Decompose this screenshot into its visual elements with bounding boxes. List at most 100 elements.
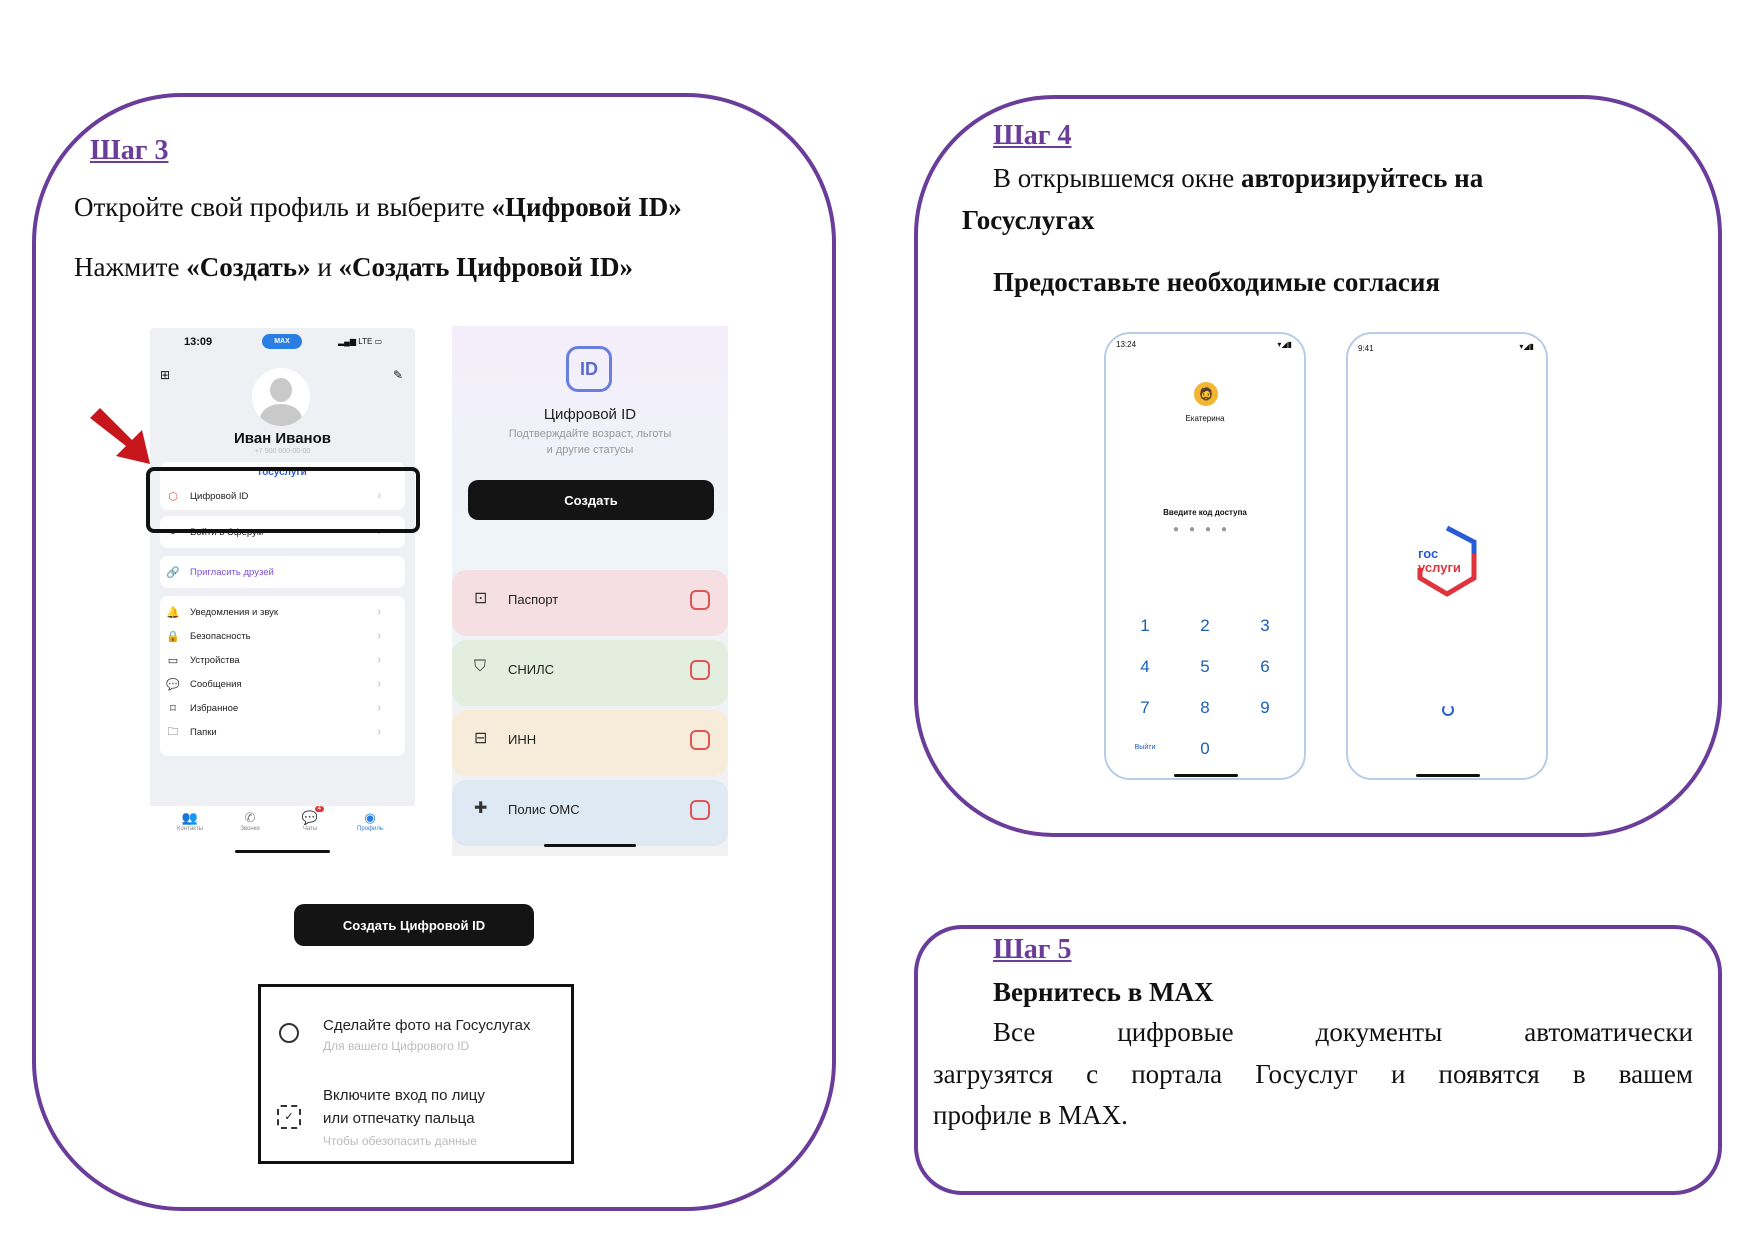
step5-para-line3: профиле в MAX. [933,1100,1128,1130]
step5-word: в [1572,1059,1586,1089]
highlight-digital-id [146,467,420,533]
step5-word: Госуслуг [1255,1059,1358,1089]
devices-icon: ▭ [167,654,179,667]
menu-item-devices[interactable]: ▭Устройства› [166,650,391,670]
tab-calls[interactable]: ✆Звонки [230,810,270,832]
settings-label-3: Сообщения [190,678,242,690]
id-screen-title: Цифровой ID [543,406,637,423]
passport-icon: ⊡ [474,590,488,607]
status-icons: ▾◢▮ [1277,340,1292,349]
invite-card: 🔗Пригласить друзей [160,556,405,588]
pin-prompt: Введите код доступа [1163,508,1247,517]
signal-indicator: ▂▄▆ LTE ▭ [338,337,383,346]
menu-item-invite-label: Пригласить друзей [190,566,274,578]
pin-phone: 13:24 ▾◢▮ 🧔 Екатерина Введите код доступ… [1104,332,1306,780]
gos-hex-icon [690,730,710,750]
pin-dots: ●●●● [1172,524,1238,535]
chat-badge: 4 [314,806,324,812]
key-7[interactable]: 7 [1140,698,1150,717]
bell-icon: 🔔 [166,606,180,619]
bookmark-icon: ⌑ [170,702,176,715]
key-9[interactable]: 9 [1260,698,1270,717]
settings-label-5: Папки [190,726,217,738]
tab-contacts[interactable]: 👥Контакты [170,810,210,832]
menu-item-favorites[interactable]: ⌑Избранное› [166,698,391,718]
exit-link[interactable]: Выйти [1134,744,1156,751]
info-item1-title: Сделайте фото на Госуслугах [323,1017,531,1034]
step4-instruction-1b: Госуслугах [962,203,1095,237]
digital-id-icon: ⬡ [168,490,178,503]
step3-line1-text: Откройте свой профиль и выберите [74,192,492,222]
create-digital-id-button[interactable]: Создать Цифровой ID [294,904,534,946]
step5-word: с [1086,1059,1099,1089]
key-0[interactable]: 0 [1200,739,1210,758]
gos-hex-icon [690,590,710,610]
doc-label-snils: СНИЛС [508,662,555,677]
chevron-right-icon: › [377,702,381,714]
edit-icon[interactable]: ✎ [392,368,403,382]
home-indicator [235,850,330,853]
step5-heading: Вернитесь в MAX [993,975,1214,1009]
doc-card-snils[interactable]: ⛉ СНИЛС [452,640,728,706]
menu-item-notifications[interactable]: 🔔Уведомления и звук› [166,602,391,622]
info-item2-title-1: Включите вход по лицу [323,1087,485,1104]
home-indicator [1174,774,1238,777]
gosuslugi-logo: госуслуги [258,467,307,478]
profile-icon: ◉ [364,810,376,825]
pin-time: 13:24 [1116,340,1137,349]
status-time: 13:09 [184,336,213,348]
max-pill-label: MAX [274,338,290,345]
tab-chats-label: Чаты [302,826,318,832]
contacts-icon: 👥 [181,810,199,825]
key-3[interactable]: 3 [1260,616,1270,635]
create-button[interactable]: Создать [468,480,714,520]
key-4[interactable]: 4 [1140,657,1150,676]
avatar [252,368,310,426]
tab-calls-label: Звонки [240,826,260,832]
step4-line2-bold: Предоставьте необходимые согласия [993,267,1441,297]
key-6[interactable]: 6 [1260,657,1270,676]
chat-icon: 💬4 [290,806,330,826]
id-badge-icon: ID [566,346,612,392]
digital-id-screen: ID Цифровой ID Подтверждайте возраст, ль… [452,326,728,856]
step3-line1-bold: «Цифровой ID» [491,192,682,222]
step4-panel [914,95,1722,837]
step5-para-line2: загрузятся с портала Госуслуг и появятся… [933,1057,1693,1091]
medical-cross-icon: ✚ [474,800,488,817]
camera-user-icon [279,1023,299,1043]
inn-card-icon: ⊟ [474,730,488,747]
step5-word: автоматически [1524,1017,1693,1047]
settings-card: 🔔Уведомления и звук› 🔒Безопасность› ▭ Уст… [160,596,405,756]
lock-icon: 🔒 [166,630,180,643]
menu-item-digital-id[interactable]: ⬡Цифровой ID› [166,486,391,506]
qr-icon[interactable]: ⊞ [160,368,171,382]
step5-para-line1: Все цифровые документы автоматически [993,1015,1693,1049]
lte-label: LTE [358,337,373,346]
step3-line2-and: и [310,252,339,282]
doc-card-oms[interactable]: ✚ Полис ОМС [452,780,728,846]
tab-profile[interactable]: ◉Профиль [350,810,390,832]
step5-word: загрузятся [933,1059,1053,1089]
settings-label-2: Устройства [190,654,240,666]
menu-item-messages[interactable]: 💬Сообщения› [166,674,391,694]
chevron-right-icon: › [377,490,381,502]
menu-item-folders[interactable]: 🗀Папки› [166,722,391,742]
step4-line1-text: В открывшемся окне [993,163,1242,193]
menu-item-security[interactable]: 🔒Безопасность› [166,626,391,646]
doc-card-passport[interactable]: ⊡ Паспорт [452,570,728,636]
key-1[interactable]: 1 [1140,616,1150,635]
doc-card-inn[interactable]: ⊟ ИНН [452,710,728,776]
key-5[interactable]: 5 [1200,657,1210,676]
info-item1-sub: Для вашего Цифрового ID [323,1039,470,1053]
step5-word: цифровые [1117,1017,1234,1047]
step5-word: Все [993,1017,1036,1047]
loading-spinner-icon [1442,704,1454,716]
gos-logo-line2: услуги [1418,560,1461,575]
step3-instruction-1: Откройте свой профиль и выберите «Цифров… [74,190,682,224]
loading-time: 9:41 [1358,344,1374,353]
key-8[interactable]: 8 [1200,698,1210,717]
gos-hex-icon [690,800,710,820]
key-2[interactable]: 2 [1200,616,1210,635]
menu-item-invite[interactable]: 🔗Пригласить друзей [166,562,391,582]
